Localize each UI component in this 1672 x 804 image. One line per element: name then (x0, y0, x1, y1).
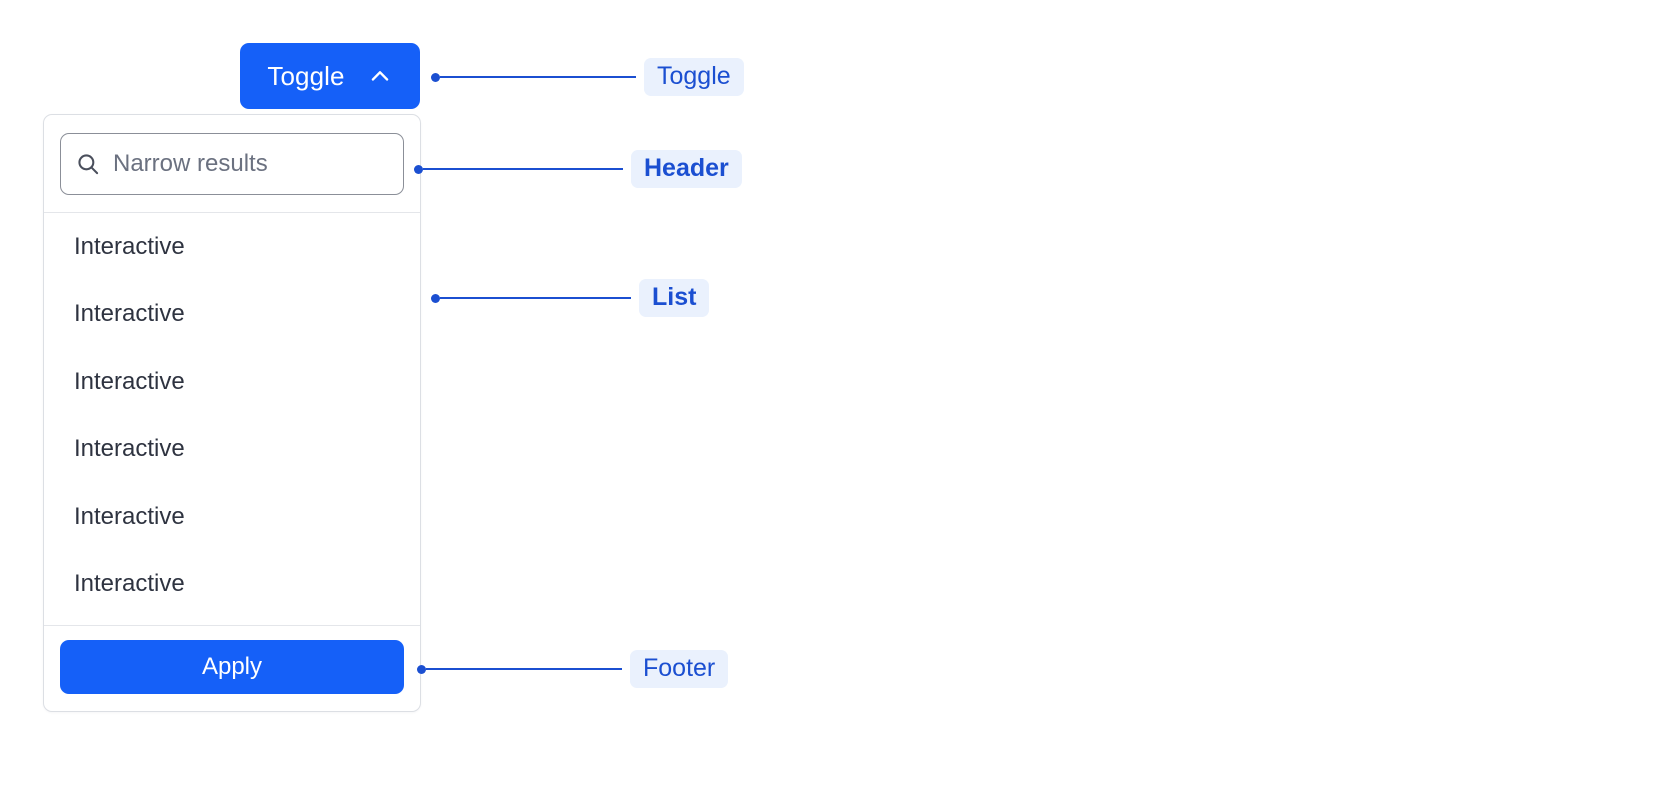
annotation-dot-icon (414, 164, 423, 174)
list-item[interactable]: Interactive (44, 281, 420, 349)
annotation-leader-line (426, 668, 622, 670)
annotation-list: List (431, 278, 710, 318)
panel-header (44, 115, 420, 213)
list-item-label: Interactive (74, 435, 185, 463)
annotation-leader-line (423, 168, 623, 170)
search-field[interactable] (60, 133, 404, 195)
dropdown-panel: Interactive Interactive Interactive Inte… (43, 114, 421, 712)
list-item[interactable]: Interactive (44, 348, 420, 416)
apply-button[interactable]: Apply (60, 640, 404, 694)
search-icon (75, 151, 101, 177)
list-item-label: Interactive (74, 367, 185, 395)
annotation-leader-line (440, 76, 636, 78)
list-item-label: Interactive (74, 300, 185, 328)
annotation-leader-line (440, 297, 631, 299)
panel-footer: Apply (44, 625, 420, 711)
toggle-button[interactable]: Toggle (240, 43, 420, 109)
annotation-footer: Footer (417, 649, 729, 689)
annotation-label-header: Header (631, 149, 742, 189)
panel-list: Interactive Interactive Interactive Inte… (44, 213, 420, 625)
list-item-label: Interactive (74, 570, 185, 598)
annotation-dot-icon (431, 293, 440, 303)
list-item[interactable]: Interactive (44, 551, 420, 619)
annotation-label-footer: Footer (630, 649, 729, 689)
annotation-label-list: List (639, 278, 710, 318)
annotation-toggle: Toggle (431, 57, 744, 97)
list-item-label: Interactive (74, 502, 185, 530)
annotation-dot-icon (417, 664, 426, 674)
list-item[interactable]: Interactive (44, 416, 420, 484)
chevron-up-icon (367, 63, 393, 89)
toggle-button-label: Toggle (267, 61, 345, 91)
search-input[interactable] (113, 150, 389, 178)
list-item-label: Interactive (74, 232, 185, 260)
annotation-dot-icon (431, 72, 440, 82)
list-item[interactable]: Interactive (44, 213, 420, 281)
annotation-header: Header (414, 149, 742, 189)
list-item[interactable]: Interactive (44, 483, 420, 551)
annotation-label-toggle: Toggle (644, 57, 744, 97)
apply-button-label: Apply (201, 653, 263, 680)
